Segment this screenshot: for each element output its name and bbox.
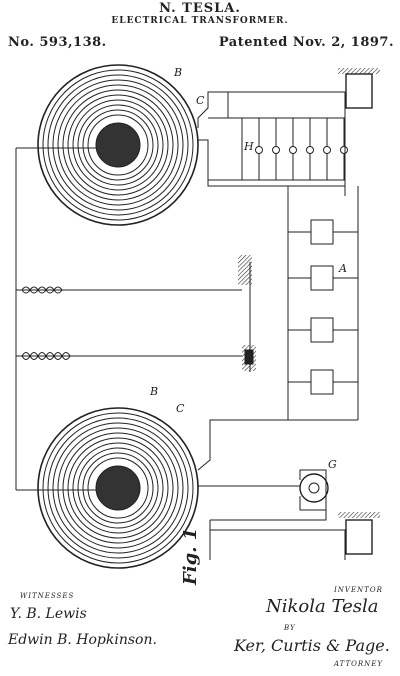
a-bank-boxes [288, 219, 358, 395]
label-c-top: C [196, 94, 205, 107]
inventor-name: N. TESLA. [159, 1, 241, 16]
label-c-bottom: C [176, 402, 185, 415]
witnesses-label: WITNESSES [20, 592, 75, 600]
bottom-coil [37, 407, 199, 569]
label-g: G [328, 458, 337, 471]
inventor-label: INVENTOR [334, 586, 383, 594]
label-b-top: B [174, 66, 183, 79]
top-coil [37, 64, 199, 226]
inventor-signature: Nikola Tesla [266, 596, 379, 617]
attorney-signature: Ker, Curtis & Page. [234, 636, 390, 655]
insulator-top [21, 286, 63, 294]
witness-signature-1: Y. B. Lewis [10, 606, 87, 622]
patent-title: ELECTRICAL TRANSFORMER. [111, 16, 289, 26]
h-bank-lamps [241, 118, 348, 180]
label-a: A [339, 262, 347, 275]
label-h: H [244, 140, 254, 153]
label-b-bottom: B [150, 385, 159, 398]
insulator-bottom [21, 352, 71, 360]
patent-date: Patented Nov. 2, 1897. [218, 35, 394, 50]
attorney-label: ATTORNEY [334, 660, 384, 668]
patent-number: No. 593,138. [8, 35, 107, 50]
by-label: BY [284, 624, 296, 632]
figure-label: Fig. 1 [180, 527, 201, 585]
witness-signature-2: Edwin B. Hopkinson. [8, 632, 157, 648]
